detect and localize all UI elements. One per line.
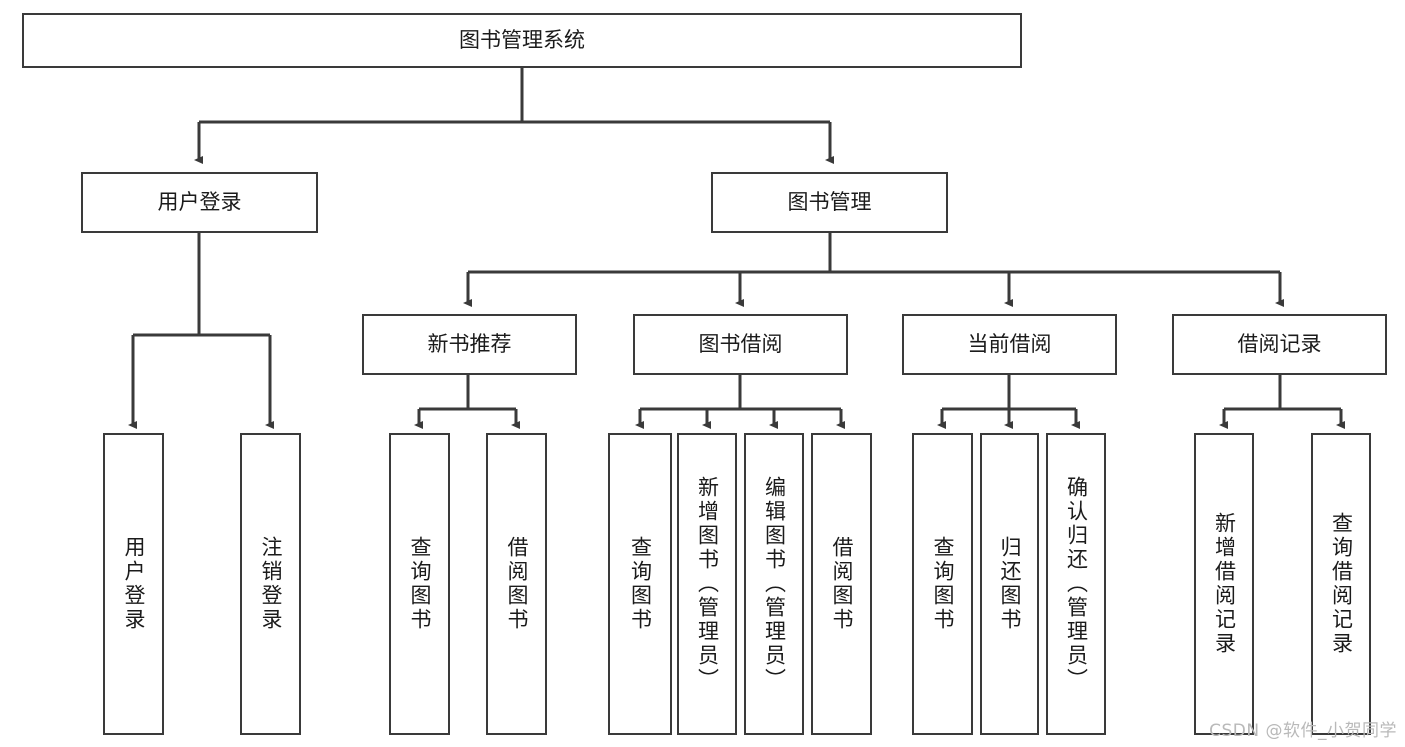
leaf-borrow-edit-book-admin[interactable]: 编辑图书（管理员） — [744, 433, 804, 735]
node-new-book-recommend[interactable]: 新书推荐 — [362, 314, 577, 375]
node-label: 注销登录 — [259, 536, 283, 632]
node-label: 借阅图书 — [505, 536, 529, 632]
node-label: 图书管理系统 — [459, 28, 585, 53]
leaf-current-query-book[interactable]: 查询图书 — [912, 433, 973, 735]
node-label: 借阅记录 — [1237, 332, 1322, 357]
node-label: 编辑图书（管理员） — [762, 476, 787, 692]
leaf-logout[interactable]: 注销登录 — [240, 433, 301, 735]
node-label: 用户登录 — [157, 190, 242, 215]
node-label: 确认归还（管理员） — [1064, 476, 1089, 692]
node-label: 新增图书（管理员） — [695, 476, 720, 692]
node-borrow-record[interactable]: 借阅记录 — [1172, 314, 1387, 375]
node-label: 查询图书 — [628, 536, 653, 632]
node-current-borrow[interactable]: 当前借阅 — [902, 314, 1117, 375]
leaf-current-confirm-return-admin[interactable]: 确认归还（管理员） — [1046, 433, 1106, 735]
leaf-newbook-borrow-book[interactable]: 借阅图书 — [486, 433, 547, 735]
leaf-borrow-query-book[interactable]: 查询图书 — [608, 433, 672, 735]
leaf-record-query-record[interactable]: 查询借阅记录 — [1311, 433, 1371, 735]
leaf-user-login[interactable]: 用户登录 — [103, 433, 164, 735]
node-label: 图书管理 — [787, 190, 872, 215]
leaf-borrow-add-book-admin[interactable]: 新增图书（管理员） — [677, 433, 737, 735]
node-label: 查询图书 — [408, 536, 432, 632]
leaf-newbook-query-book[interactable]: 查询图书 — [389, 433, 450, 735]
node-label: 当前借阅 — [967, 332, 1052, 357]
node-label: 新增借阅记录 — [1212, 512, 1237, 656]
node-user-login[interactable]: 用户登录 — [81, 172, 318, 233]
leaf-current-return-book[interactable]: 归还图书 — [980, 433, 1039, 735]
node-label: 新书推荐 — [427, 332, 512, 357]
leaf-borrow-lend-book[interactable]: 借阅图书 — [811, 433, 872, 735]
node-root-system[interactable]: 图书管理系统 — [22, 13, 1022, 68]
node-label: 图书借阅 — [698, 332, 783, 357]
node-label: 用户登录 — [122, 536, 146, 632]
node-book-borrow[interactable]: 图书借阅 — [633, 314, 848, 375]
csdn-watermark: CSDN @软件_小贺同学 — [1209, 721, 1397, 741]
node-label: 借阅图书 — [830, 536, 854, 632]
node-book-management[interactable]: 图书管理 — [711, 172, 948, 233]
node-label: 查询图书 — [931, 536, 955, 632]
node-label: 归还图书 — [998, 536, 1022, 632]
node-label: 查询借阅记录 — [1329, 512, 1354, 656]
leaf-record-add-record[interactable]: 新增借阅记录 — [1194, 433, 1254, 735]
